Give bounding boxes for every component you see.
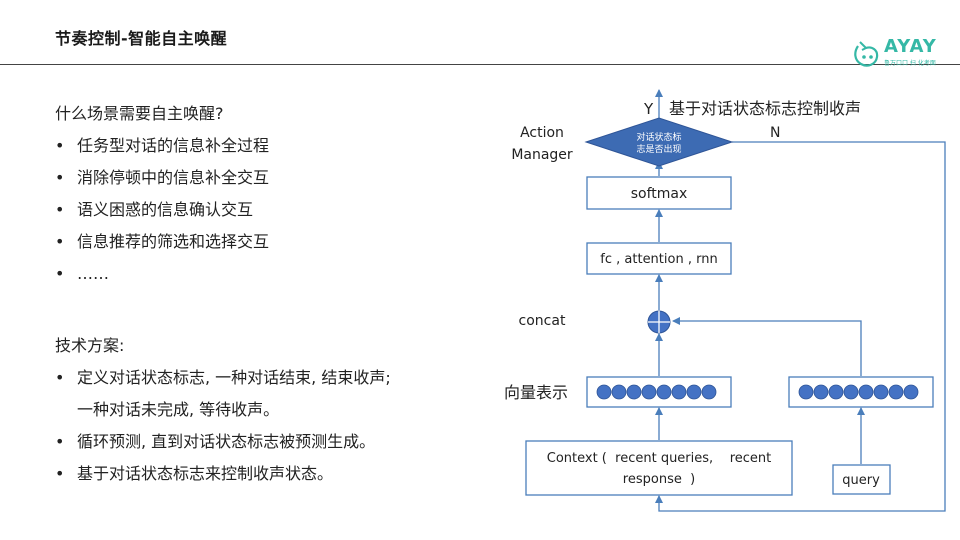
bullet-icon: • [55, 232, 65, 251]
fc-attention-rnn-label: fc , attention , rnn [600, 252, 717, 267]
list-item-text: 消除停顿中的信息补全交互 [77, 168, 270, 187]
no-label: N [770, 125, 780, 141]
arrow-query-vector-to-concat [672, 317, 862, 376]
context-input-label-line2: response ) [623, 472, 695, 487]
list-item-text: 基于对话状态标志来控制收声状态。 [77, 464, 334, 483]
query-vector-cells [798, 384, 919, 400]
header-divider [0, 64, 960, 65]
logo-subtitle: 鲁万口口 扫 化考面 [884, 60, 936, 67]
decision-diamond [584, 117, 734, 167]
logo-wordmark: AYAY [884, 36, 937, 57]
context-input-box [525, 440, 793, 496]
query-input-box [832, 464, 891, 495]
logo-mark-icon [854, 41, 879, 67]
decision-label-line1: 对话状态标 [636, 131, 681, 143]
list-item-text: 任务型对话的信息补全过程 [77, 136, 270, 155]
top-caption: 基于对话状态标志控制收声 [669, 99, 861, 118]
bullet-icon: • [55, 368, 65, 387]
softmax-label: softmax [631, 186, 688, 202]
list-item-text-continued: 一种对话未完成, 等待收声。 [77, 400, 280, 419]
bullet-icon: • [55, 136, 65, 155]
arrow-no-loop-back [655, 141, 946, 512]
flow-connectors [655, 89, 946, 512]
bullet-icon: • [55, 432, 65, 451]
decision-label-line2: 志是否出现 [636, 143, 681, 155]
vector-representation-label: 向量表示 [504, 383, 568, 402]
list-item-text: 信息推荐的筛选和选择交互 [77, 232, 270, 251]
slide-title: 节奏控制-智能自主唤醒 [55, 29, 228, 48]
list-item-text: 定义对话状态标志, 一种对话结束, 结束收声; [77, 368, 391, 387]
list-item-text: 循环预测, 直到对话状态标志被预测生成。 [77, 432, 376, 451]
softmax-box [586, 176, 732, 210]
context-input-label-line1: Context ( recent queries, recent [547, 451, 772, 466]
brand-logo: AYAY 鲁万口口 扫 化考面 [852, 36, 952, 68]
scenario-question: 什么场景需要自主唤醒? [55, 104, 224, 123]
tech-solution-heading: 技术方案: [55, 336, 125, 355]
concat-label: concat [519, 313, 566, 329]
list-item-text: 语义困惑的信息确认交互 [77, 200, 254, 219]
context-vector-cells [596, 384, 717, 400]
yes-label: Y [643, 100, 654, 118]
concat-plus-icon [647, 310, 671, 334]
bullet-icon: • [55, 264, 65, 283]
bullet-icon: • [55, 168, 65, 187]
fc-attention-rnn-box [586, 242, 732, 275]
bullet-icon: • [55, 200, 65, 219]
bullet-icon: • [55, 464, 65, 483]
query-input-label: query [842, 473, 880, 488]
action-manager-label-line2: Manager [511, 147, 573, 163]
list-item-text: …… [77, 264, 109, 283]
action-manager-label-line1: Action [520, 125, 564, 141]
